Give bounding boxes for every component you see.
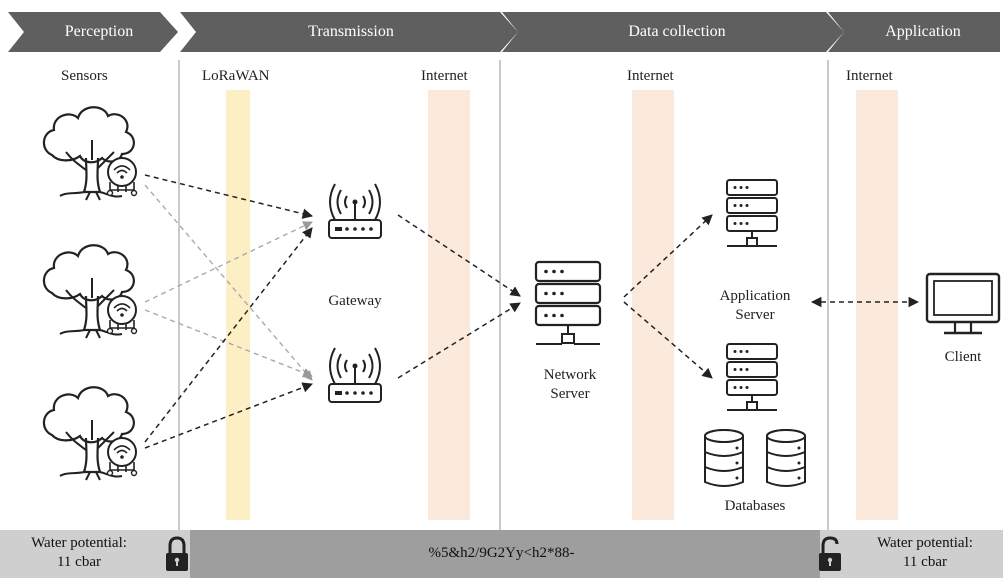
server-rack-icon <box>726 179 778 247</box>
internet-band-2 <box>632 90 674 520</box>
label-internet: Internet <box>846 68 893 84</box>
bottom-bar-encrypted-segment <box>190 530 820 578</box>
encrypted-payload: %5&h2/9G2Yy<h2*88- <box>428 545 575 561</box>
wifi-router-icon <box>328 183 382 239</box>
server-rack-icon <box>534 260 602 346</box>
chevron-application <box>828 12 1000 52</box>
water-potential-left-line1: Water potential: <box>31 535 127 551</box>
chevron-perception <box>8 12 178 52</box>
label-application-server-line2: Server <box>735 307 775 323</box>
label-client: Client <box>944 349 982 365</box>
stage-label-application: Application <box>885 23 961 40</box>
label-network-server-line1: Network <box>543 367 597 383</box>
water-potential-left-line2: 11 cbar <box>56 554 101 570</box>
label-databases: Databases <box>724 498 786 514</box>
water-potential-right-line2: 11 cbar <box>902 554 947 570</box>
tree-sensor-icon <box>42 386 138 482</box>
tree-sensor-icon <box>42 106 138 202</box>
label-network-server-line2: Server <box>550 386 590 402</box>
sensor-links <box>144 174 314 449</box>
lorawan-band <box>226 90 250 520</box>
stage-label-transmission: Transmission <box>308 23 394 40</box>
chevron-data-collection <box>502 12 844 52</box>
internet-band-3 <box>856 90 898 520</box>
internet-band-1 <box>428 90 470 520</box>
label-internet: Internet <box>421 68 468 84</box>
server-rack-icon <box>726 343 778 411</box>
stage-chevrons <box>8 12 1000 52</box>
database-icon <box>766 429 806 487</box>
stage-label-perception: Perception <box>64 23 134 40</box>
label-internet: Internet <box>627 68 674 84</box>
chevron-transmission <box>180 12 518 52</box>
water-potential-right-line1: Water potential: <box>877 535 973 551</box>
server-links <box>623 214 713 379</box>
label-application-server-line1: Application <box>719 288 791 304</box>
label-sensors: Sensors <box>61 68 108 84</box>
gateway-links <box>397 214 521 379</box>
wifi-router-icon <box>328 347 382 403</box>
label-lorawan: LoRaWAN <box>202 68 270 84</box>
label-gateway: Gateway <box>328 293 382 309</box>
stage-label-data-collection: Data collection <box>628 23 726 40</box>
database-icon <box>704 429 744 487</box>
tree-sensor-icon <box>42 244 138 340</box>
monitor-icon <box>925 272 1001 335</box>
